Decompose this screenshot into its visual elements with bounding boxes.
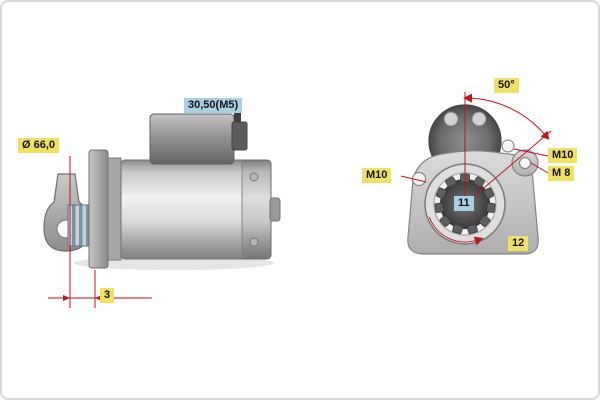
angle-arc <box>468 97 547 137</box>
dim-arrow-left <box>63 295 70 301</box>
tooth-count-label: 11 <box>454 196 474 211</box>
pinion-clearance-label: 3 <box>100 288 115 303</box>
flange-size-label: 12 <box>508 236 529 251</box>
pinion-teeth <box>434 173 496 235</box>
m10-left-label: M10 <box>362 168 392 183</box>
through-bolt-head-left <box>443 111 459 127</box>
through-bolt-top <box>249 172 259 182</box>
end-cap <box>242 160 271 259</box>
mounting-flange <box>88 149 109 269</box>
m10-right-label: M10 <box>548 148 578 163</box>
solenoid-terminal <box>231 121 248 151</box>
m10-left-leader <box>400 175 427 183</box>
bearing-boss <box>269 197 281 222</box>
intermediate-plate <box>107 157 122 261</box>
m8-leader <box>530 162 549 174</box>
through-bolt-bottom <box>249 237 259 247</box>
side-view <box>43 109 281 308</box>
swing-angle-label: 50° <box>494 78 519 93</box>
m8-label: M 8 <box>548 166 575 181</box>
m8-hole <box>519 157 531 169</box>
angle-construction-line <box>464 130 552 205</box>
through-bolt-head-right <box>471 111 487 127</box>
terminal-stud <box>234 109 241 122</box>
m10-right-leader <box>513 148 549 157</box>
solenoid <box>149 113 235 165</box>
rotation-arrow-arc <box>428 216 479 243</box>
arc-arrow-top <box>463 93 472 103</box>
solenoid-thread-label: 30,50(M5) <box>184 98 243 113</box>
arc-arrow-bottom <box>540 130 550 140</box>
flange-diameter-label: Ø 66,0 <box>18 138 60 153</box>
m10-hole-right <box>501 139 515 153</box>
rotation-arrow-head <box>473 236 484 246</box>
front-view <box>400 92 552 255</box>
